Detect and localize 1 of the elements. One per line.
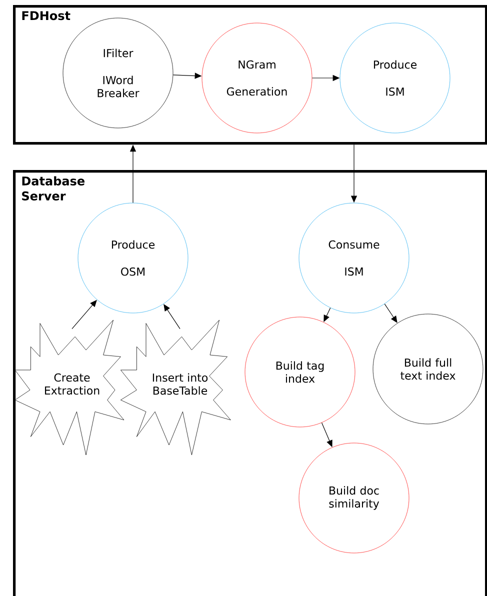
arrow: [164, 304, 180, 330]
